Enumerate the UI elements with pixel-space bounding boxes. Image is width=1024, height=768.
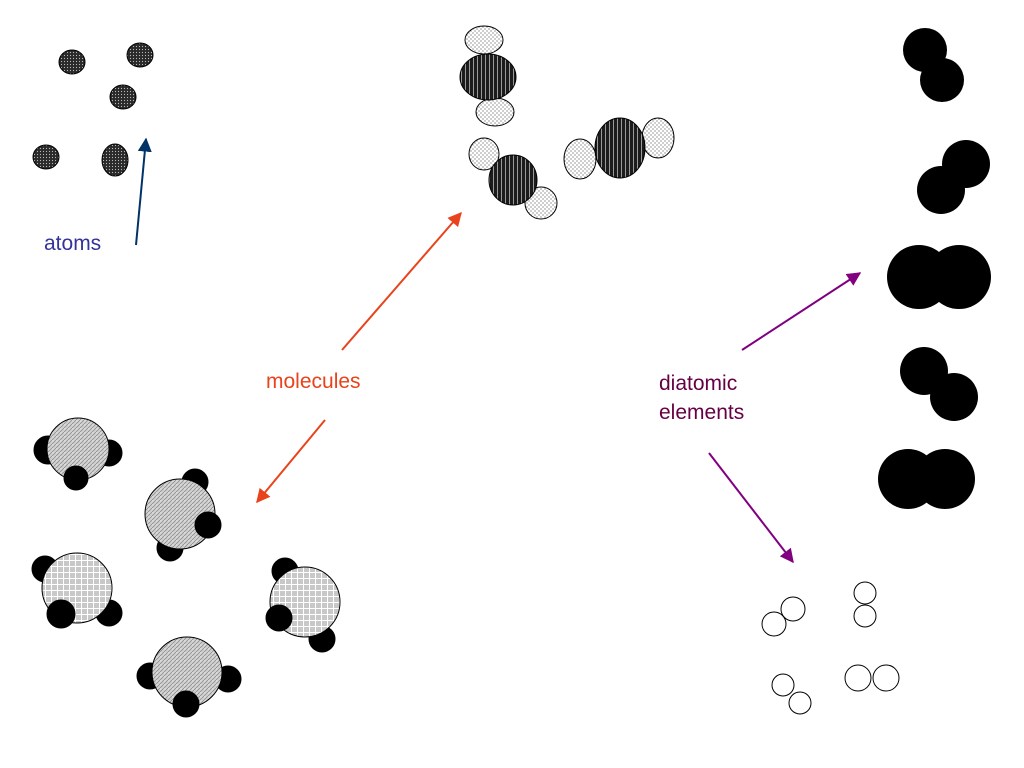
molecules-arrow-up	[341, 211, 462, 351]
diatomic-molecule	[900, 347, 978, 421]
diatomic-elements-label: diatomic elements	[659, 369, 744, 427]
diatomic-label-line1: diatomic	[659, 372, 738, 395]
diatomic-molecule	[844, 664, 900, 692]
molecule	[265, 557, 341, 653]
atom	[101, 143, 129, 177]
diatomic-arrow-up	[741, 272, 862, 351]
diatomic-arrow-down	[708, 452, 794, 564]
diatomic-molecule	[761, 596, 806, 637]
atom	[126, 42, 154, 68]
molecule	[468, 137, 558, 220]
diatomic-molecule	[771, 673, 812, 715]
molecules-cluster-top	[459, 25, 675, 220]
molecule	[459, 25, 517, 127]
molecule	[31, 552, 123, 629]
molecule	[563, 117, 675, 180]
diatomic-molecule	[903, 28, 964, 102]
atoms-cluster	[32, 42, 154, 177]
molecule	[33, 417, 123, 491]
diatomic-molecule	[887, 245, 991, 309]
molecules-label: molecules	[266, 370, 361, 393]
atoms-arrow	[135, 137, 152, 246]
atom	[109, 84, 137, 110]
molecules-arrow-down	[256, 419, 326, 504]
diatomic-molecule	[853, 581, 877, 628]
atom	[58, 49, 86, 75]
molecule	[144, 468, 222, 562]
diatomic-white-cluster	[761, 581, 900, 715]
diatomic-molecule	[917, 140, 990, 214]
atoms-label: atoms	[44, 232, 102, 255]
molecule	[136, 636, 242, 718]
atom	[32, 144, 60, 170]
molecules-cluster-bottom	[31, 417, 341, 718]
diatomic-black-cluster	[878, 28, 991, 509]
diatomic-label-line2: elements	[659, 401, 745, 424]
diatomic-molecule	[878, 449, 975, 509]
